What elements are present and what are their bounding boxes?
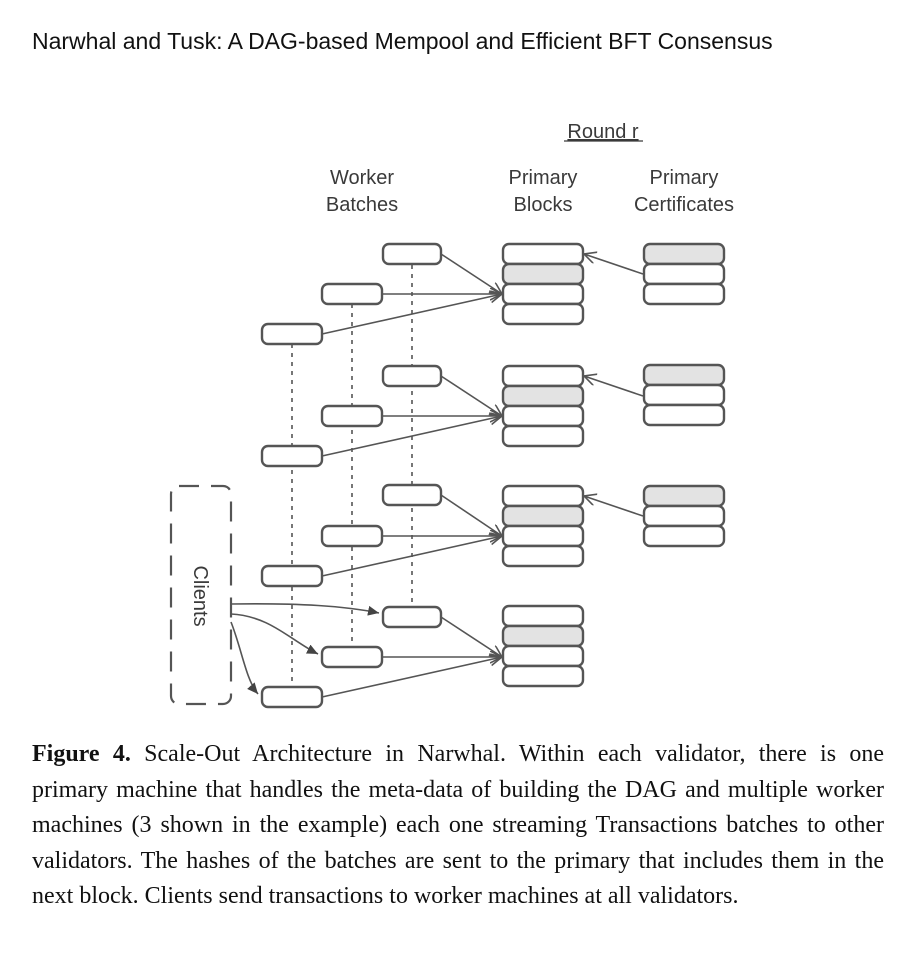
block-v3-row1 [501,484,585,508]
block-v3-row4 [501,544,585,568]
primary-certificates [642,242,726,548]
cert-v2-row1 [642,363,726,387]
batch-v2-w2 [320,404,384,428]
batch-v3-w3 [381,483,443,507]
cert-v1-row1 [642,242,726,266]
clients-label: Clients [189,565,211,626]
batch-v4-w3 [381,605,443,629]
block-v1-row4 [501,302,585,326]
arrow-w3-to-block-2 [440,375,502,416]
architecture-diagram: Round r Worker Batches Primary Blocks Pr… [169,121,734,709]
block-v3-row2 [501,504,585,528]
round-label: Round r [567,121,638,143]
block-v4-row1 [501,604,585,628]
client-arrows [230,603,380,695]
block-v2-row1 [501,364,585,388]
worker-batches-label-line2: Batches [326,194,398,216]
block-v4-row3 [501,644,585,668]
primary-certificates-label-line2: Certificates [634,194,734,216]
batch-v1-w2 [320,282,384,306]
block-v4-row2 [501,624,585,648]
block-v2-row2 [501,384,585,408]
cert-v1-row2 [642,262,726,286]
primary-blocks-label-line1: Primary [509,167,578,189]
cert-v2-row3 [642,403,726,427]
block-v2-row3 [501,404,585,428]
client-arrow-to-w1 [230,621,259,695]
cert-v2-row2 [642,383,726,407]
batch-v1-w1 [260,322,324,346]
worker-batches [260,242,443,709]
batch-v2-w1 [260,444,324,468]
batch-v3-w1 [260,564,324,588]
page-title: Narwhal and Tusk: A DAG-based Mempool an… [32,28,773,54]
figure-label: Figure 4. [32,741,131,767]
worker-batches-label-line1: Worker [330,167,394,189]
block-v3-row3 [501,524,585,548]
cert-v3-row1 [642,484,726,508]
block-v1-row3 [501,282,585,306]
arrow-w1-to-block-1 [321,294,502,335]
batch-v1-w3 [381,242,443,266]
arrow-w1-to-block-4 [321,657,502,698]
arrow-cert-to-block-1 [584,254,644,275]
client-arrow-to-w2 [230,613,319,655]
batch-v3-w2 [320,524,384,548]
batch-v4-w2 [320,645,384,669]
arrow-cert-to-block-3 [584,496,644,517]
primary-blocks-label-line2: Blocks [514,194,573,216]
arrow-w1-to-block-2 [321,416,502,457]
figure-caption: Figure 4. Scale-Out Architecture in Narw… [32,737,884,915]
cert-v3-row3 [642,524,726,548]
block-v1-row1 [501,242,585,266]
clients-box [169,484,233,706]
cert-v1-row3 [642,282,726,306]
primary-blocks [501,242,585,688]
worker-dotted-lines [291,265,413,686]
arrow-cert-to-block-2 [584,376,644,397]
arrow-w3-to-block-3 [440,494,502,536]
arrow-w3-to-block-1 [440,253,502,294]
arrow-w3-to-block-4 [440,616,502,657]
client-arrow-to-w3 [230,603,380,616]
figure-caption-text: Scale-Out Architecture in Narwhal. Withi… [32,741,884,909]
batch-v2-w3 [381,364,443,388]
batch-v4-w1 [260,685,324,709]
block-v4-row4 [501,664,585,688]
block-v1-row2 [501,262,585,286]
connections [321,253,644,698]
arrow-w1-to-block-3 [321,536,502,577]
primary-certificates-label-line1: Primary [650,167,719,189]
cert-v3-row2 [642,504,726,528]
block-v2-row4 [501,424,585,448]
